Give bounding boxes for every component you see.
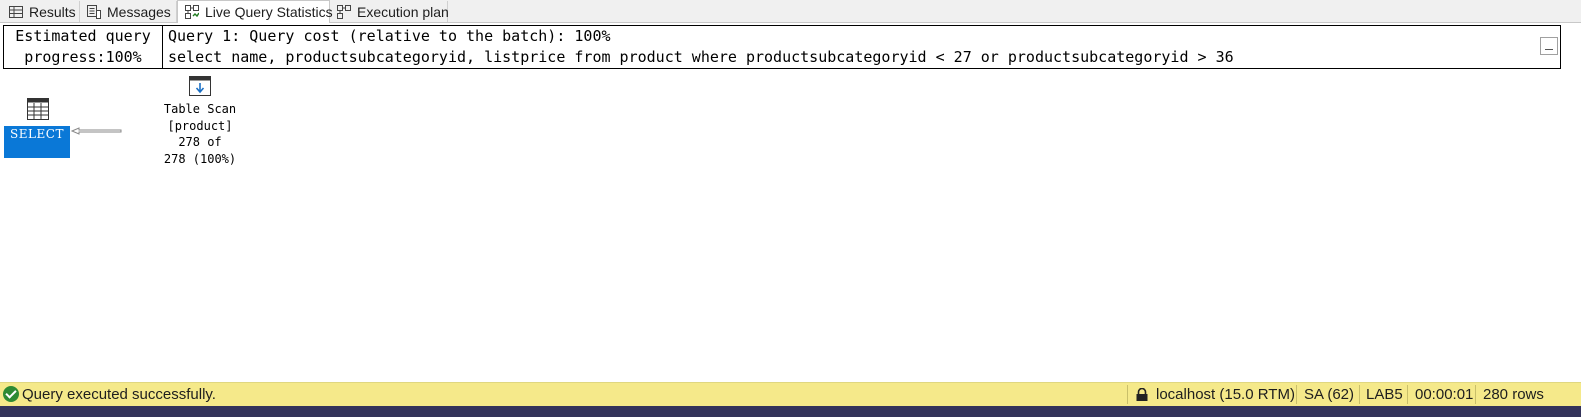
tab-messages-label: Messages bbox=[107, 3, 171, 20]
grid-icon bbox=[9, 5, 23, 19]
tab-live-query-statistics-label: Live Query Statistics bbox=[205, 4, 333, 20]
table-scan-operator[interactable]: Table Scan [product] 278 of 278 (100%) bbox=[150, 101, 250, 167]
progress-line-2: progress:100% bbox=[24, 48, 142, 66]
status-bar: Query executed successfully. localhost (… bbox=[0, 382, 1581, 406]
status-divider bbox=[1296, 385, 1297, 404]
table-scan-icon[interactable] bbox=[188, 75, 212, 97]
tab-execution-plan[interactable]: Execution plan bbox=[330, 1, 449, 22]
tab-live-query-statistics[interactable]: Live Query Statistics bbox=[177, 0, 333, 23]
status-divider bbox=[1475, 385, 1476, 404]
query-text: Query 1: Query cost (relative to the bat… bbox=[168, 26, 1234, 68]
minimize-button[interactable] bbox=[1540, 37, 1558, 55]
data-flow-arrow bbox=[70, 123, 123, 141]
table-scan-rows: 278 of bbox=[178, 135, 222, 149]
status-database: LAB5 bbox=[1366, 386, 1403, 403]
status-server: localhost (15.0 RTM) bbox=[1156, 386, 1295, 403]
estimated-progress: Estimated query progress:100% bbox=[4, 26, 163, 68]
tab-messages[interactable]: Messages bbox=[80, 1, 177, 22]
execution-plan-icon bbox=[337, 4, 351, 19]
live-stats-icon bbox=[185, 5, 200, 19]
status-user: SA (62) bbox=[1304, 386, 1355, 403]
select-operator-icon[interactable] bbox=[26, 97, 50, 121]
progress-line-1: Estimated query bbox=[15, 27, 151, 45]
status-message: Query executed successfully. bbox=[22, 386, 216, 403]
messages-icon bbox=[87, 4, 101, 19]
window-bottom-border bbox=[0, 406, 1581, 417]
tab-results[interactable]: Results bbox=[2, 1, 80, 22]
tab-results-label: Results bbox=[29, 3, 76, 20]
success-check-icon bbox=[3, 386, 19, 402]
status-divider bbox=[1407, 385, 1408, 404]
tab-execution-plan-label: Execution plan bbox=[357, 3, 449, 20]
table-scan-total: 278 (100%) bbox=[163, 151, 237, 166]
select-operator[interactable]: SELECT bbox=[4, 126, 70, 158]
lock-icon bbox=[1135, 387, 1149, 401]
status-divider bbox=[1127, 385, 1128, 404]
query-cost-line: Query 1: Query cost (relative to the bat… bbox=[168, 27, 611, 45]
status-elapsed: 00:00:01 bbox=[1415, 386, 1474, 403]
table-scan-object: [product] bbox=[167, 118, 233, 133]
query-sql-line: select name, productsubcategoryid, listp… bbox=[168, 48, 1234, 66]
results-tab-strip: Results Messages Live Query Statistics E… bbox=[0, 0, 1581, 23]
query-header: Estimated query progress:100% Query 1: Q… bbox=[3, 25, 1561, 69]
table-scan-title: Table Scan bbox=[163, 102, 237, 116]
select-operator-label: SELECT bbox=[10, 127, 64, 141]
status-rows: 280 rows bbox=[1483, 386, 1544, 403]
status-divider bbox=[1359, 385, 1360, 404]
